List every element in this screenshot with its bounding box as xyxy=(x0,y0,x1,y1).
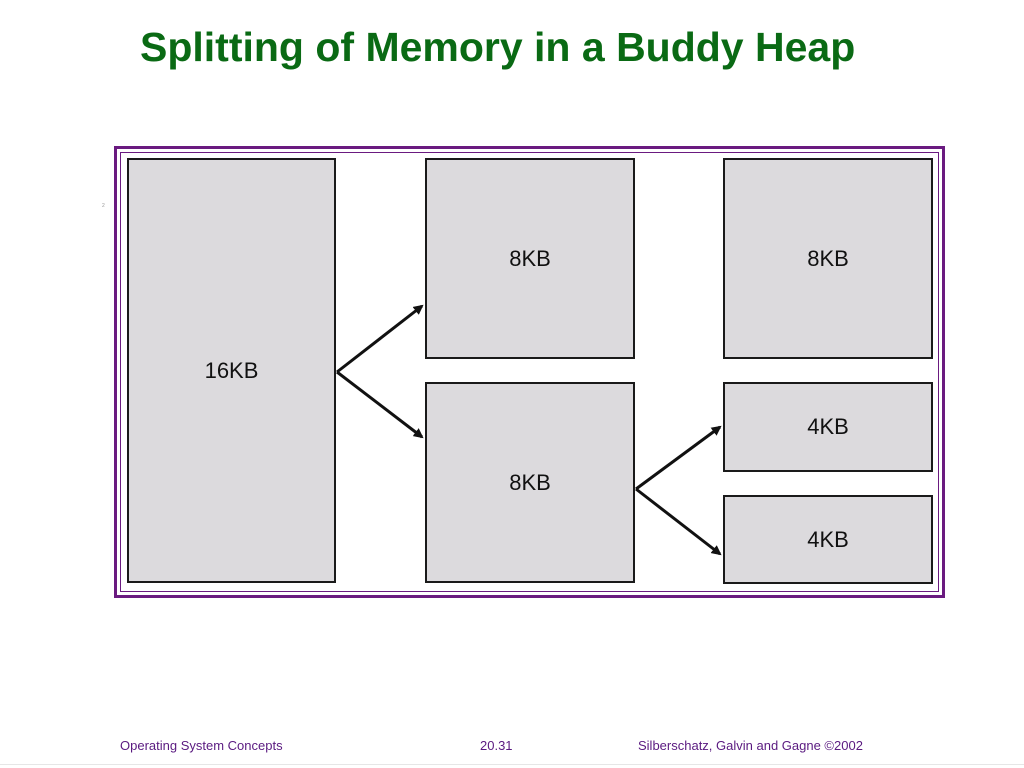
block-4kb-bottom-label: 4KB xyxy=(807,526,849,552)
slide-title: Splitting of Memory in a Buddy Heap xyxy=(140,24,856,70)
block-4kb-bottom: 4KB xyxy=(723,495,933,584)
block-16kb: 16KB xyxy=(127,158,336,583)
tiny-mark: 2 xyxy=(102,203,105,209)
block-16kb-label: 16KB xyxy=(204,357,259,383)
bottom-divider xyxy=(0,764,1024,765)
block-4kb-top: 4KB xyxy=(723,382,933,472)
block-8kb-bottom: 8KB xyxy=(425,382,635,583)
block-8kb-right: 8KB xyxy=(723,158,933,359)
block-8kb-right-label: 8KB xyxy=(807,245,849,271)
footer-slide-number: 20.31 xyxy=(480,738,513,753)
block-8kb-top: 8KB xyxy=(425,158,635,359)
block-8kb-bottom-label: 8KB xyxy=(509,469,551,495)
footer-course: Operating System Concepts xyxy=(120,738,283,753)
diagram-frame-inner xyxy=(120,152,939,592)
block-4kb-top-label: 4KB xyxy=(807,414,849,439)
footer-copyright: Silberschatz, Galvin and Gagne ©2002 xyxy=(638,738,863,753)
block-8kb-top-label: 8KB xyxy=(509,245,551,271)
